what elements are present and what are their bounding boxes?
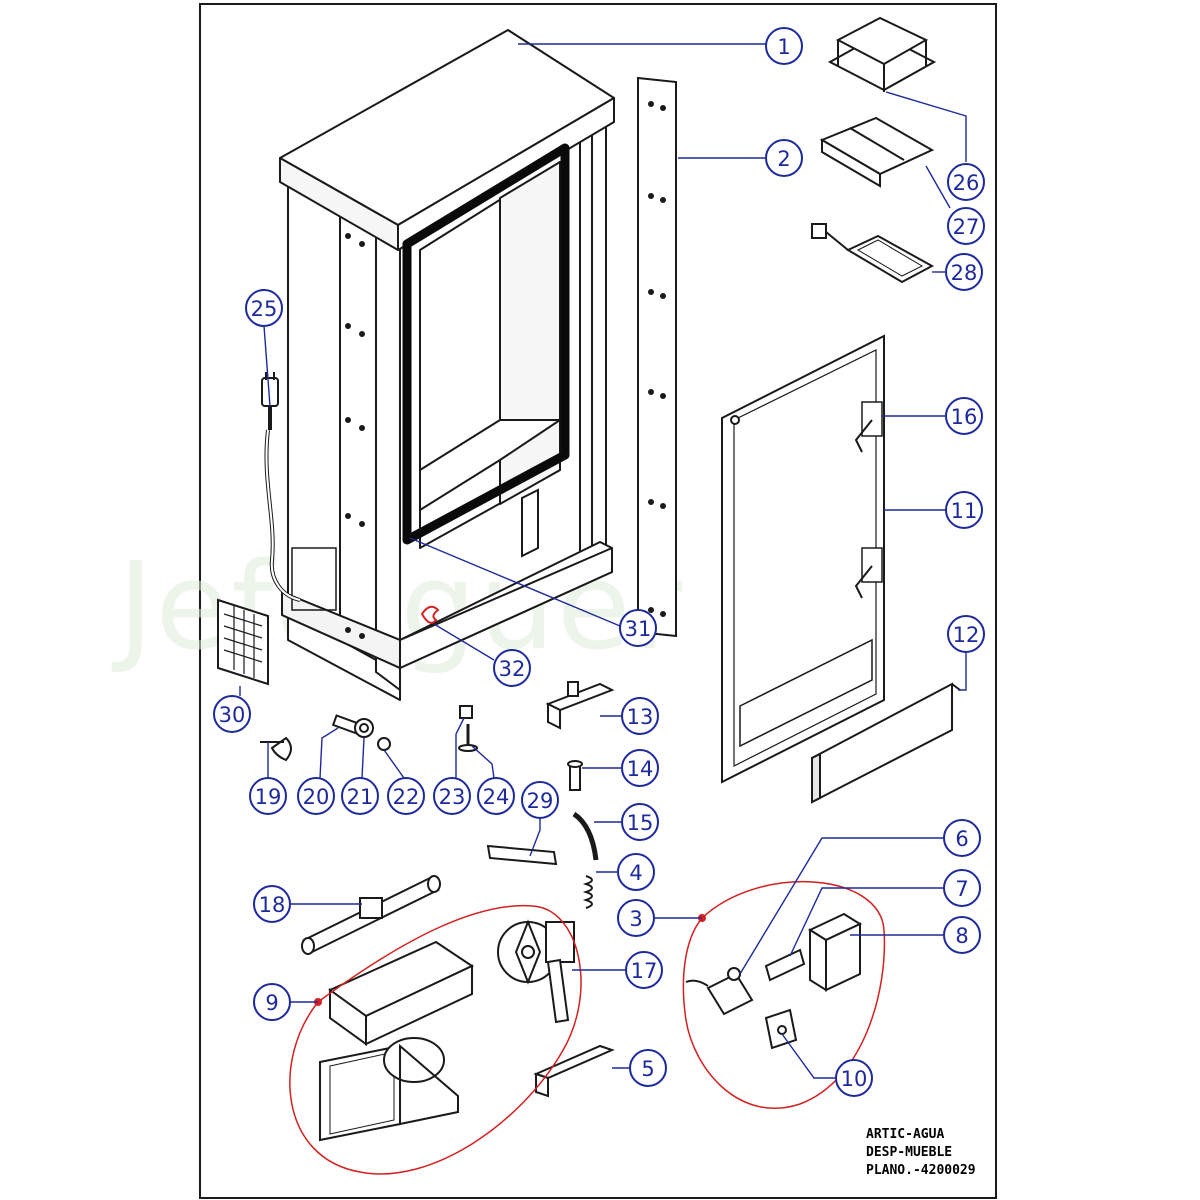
callout-26-label: 26 — [953, 171, 980, 195]
callout-5-label: 5 — [641, 1057, 654, 1081]
callout-23-circle — [433, 777, 471, 815]
callout-4-label: 4 — [629, 861, 642, 885]
callout-31-label: 31 — [625, 617, 652, 641]
callout-18-circle — [253, 885, 291, 923]
callout-22-label: 22 — [393, 785, 420, 809]
callout-1-circle — [765, 27, 803, 65]
callout-21-circle — [341, 777, 379, 815]
side-vent-opening — [291, 547, 337, 611]
callout-14-label: 14 — [627, 757, 654, 781]
callout-12-label: 12 — [953, 623, 980, 647]
callout-10-circle — [835, 1059, 873, 1097]
electrical-components — [685, 912, 863, 1050]
door-gasket — [402, 143, 570, 545]
callout-8-label: 8 — [955, 924, 968, 948]
vent-grille — [217, 598, 269, 686]
callout-3-circle — [617, 899, 655, 937]
callout-4-circle — [617, 853, 655, 891]
callout-30-circle — [213, 695, 251, 733]
callout-13-label: 13 — [627, 705, 654, 729]
callout-16-label: 16 — [951, 405, 978, 429]
small-hardware — [260, 681, 615, 1098]
callout-10-label: 10 — [841, 1067, 868, 1091]
callout-5-circle — [629, 1049, 667, 1087]
callout-2-circle — [765, 139, 803, 177]
callout-28-circle — [945, 253, 983, 291]
channel-bracket — [819, 116, 935, 188]
callout-17-label: 17 — [631, 959, 658, 983]
cooling-group-outline — [289, 904, 582, 1175]
callout-21-label: 21 — [347, 785, 374, 809]
callout-28-label: 28 — [951, 261, 978, 285]
leader-lines — [239, 43, 967, 1079]
inner-hinge-bracket — [521, 488, 539, 558]
callout-2-label: 2 — [777, 147, 790, 171]
title-line-1: ARTIC-AGUA — [866, 1127, 944, 1142]
title-block: ARTIC-AGUA DESP-MUEBLE PLANO.-4200029 — [866, 1127, 976, 1178]
drawing-frame — [199, 3, 997, 1199]
title-line-2: DESP-MUEBLE — [866, 1145, 952, 1160]
heater-pad — [811, 223, 935, 284]
callout-17-circle — [625, 951, 663, 989]
callout-7-circle — [943, 869, 981, 907]
callout-8-circle — [943, 916, 981, 954]
drip-tray — [827, 16, 937, 92]
callout-11-label: 11 — [951, 499, 978, 523]
callout-18-label: 18 — [259, 893, 286, 917]
side-plate-holes — [345, 233, 365, 639]
callout-3-label: 3 — [629, 907, 642, 931]
callout-19-circle — [249, 777, 287, 815]
callout-23-label: 23 — [439, 785, 466, 809]
red-clip-part — [420, 605, 440, 624]
callout-26-circle — [947, 163, 985, 201]
side-strip-part — [637, 76, 677, 638]
callout-20-circle — [297, 777, 335, 815]
callout-32-circle — [493, 649, 531, 687]
callout-6-label: 6 — [955, 827, 968, 851]
callout-25-label: 25 — [251, 297, 278, 321]
callout-15-circle — [621, 803, 659, 841]
kick-plate — [811, 682, 961, 804]
electrical-group-outline — [682, 880, 886, 1110]
callout-29-circle — [521, 781, 559, 819]
callout-11-circle — [945, 491, 983, 529]
cooling-unit — [319, 940, 475, 1142]
callout-30-label: 30 — [219, 703, 246, 727]
callout-12-circle — [947, 615, 985, 653]
callout-14-circle — [621, 749, 659, 787]
callout-9-label: 9 — [265, 991, 278, 1015]
callout-13-circle — [621, 697, 659, 735]
callout-6-circle — [943, 819, 981, 857]
callout-bubbles — [213, 27, 985, 1097]
callout-27-circle — [947, 207, 985, 245]
power-cord — [261, 372, 301, 602]
callout-19-label: 19 — [255, 785, 282, 809]
callout-25-circle — [245, 289, 283, 327]
callout-1-label: 1 — [777, 35, 790, 59]
callout-15-label: 15 — [627, 811, 654, 835]
door-panel — [721, 334, 885, 784]
callout-22-circle — [387, 777, 425, 815]
callout-24-label: 24 — [483, 785, 510, 809]
callout-16-circle — [945, 397, 983, 435]
callout-labels: 1 2 3 4 5 6 7 8 9 10 11 12 13 14 15 16 1… — [219, 35, 980, 1091]
title-line-3: PLANO.-4200029 — [866, 1163, 976, 1178]
callout-7-label: 7 — [955, 877, 968, 901]
callout-29-label: 29 — [527, 789, 554, 813]
fan-motor — [497, 919, 575, 1024]
callout-32-label: 32 — [499, 657, 526, 681]
callout-27-label: 27 — [953, 215, 980, 239]
callout-31-circle — [619, 609, 657, 647]
callout-24-circle — [477, 777, 515, 815]
tangential-fan — [301, 875, 441, 955]
callout-9-circle — [253, 983, 291, 1021]
callout-20-label: 20 — [303, 785, 330, 809]
